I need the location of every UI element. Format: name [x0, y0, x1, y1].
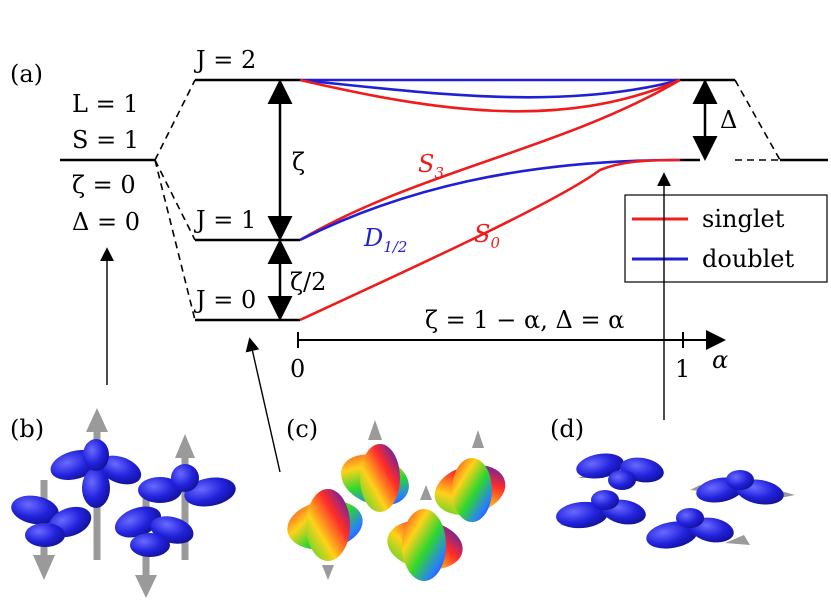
- S0-label: S0: [474, 220, 500, 252]
- delta-zero-label: Δ = 0: [72, 208, 140, 236]
- L-label: L = 1: [72, 90, 139, 118]
- tick0-label: 0: [290, 355, 305, 383]
- legend-singlet-label: singlet: [702, 205, 785, 233]
- panel-c-orbitals: [287, 420, 506, 581]
- zeta-half-gap-label: ζ/2: [290, 268, 326, 296]
- D-half-label: D1/2: [363, 224, 407, 256]
- panel-a-label: (a): [10, 60, 43, 88]
- panel-b-label: (b): [10, 415, 44, 443]
- singlet-curve-upper: [299, 78, 681, 113]
- panel-d-label: (d): [550, 415, 584, 443]
- panel-b-orbitals: [11, 408, 236, 598]
- J2-label: J = 2: [193, 46, 256, 74]
- legend-doublet-label: doublet: [702, 245, 795, 273]
- S-label: S = 1: [72, 126, 139, 154]
- doublet-curve-upper: [299, 78, 681, 99]
- panel-c-label: (c): [286, 415, 318, 443]
- splitting-dashes: [154, 79, 781, 321]
- J1-label: J = 1: [193, 206, 256, 234]
- S3-label: S3: [418, 150, 444, 182]
- singlet-curve-S3: [299, 78, 681, 242]
- pointer-c-arrow: [245, 337, 281, 473]
- J0-label: J = 0: [193, 286, 256, 314]
- zeta-gap-label: ζ: [292, 148, 305, 176]
- alpha-axis-label: α: [712, 346, 728, 374]
- panel-d-orbitals: [556, 453, 795, 549]
- delta-gap-label: Δ: [720, 106, 737, 134]
- singlet-curve-S0: [299, 158, 681, 322]
- doublet-curve-D12: [299, 158, 681, 242]
- tick1-label: 1: [675, 355, 690, 383]
- energy-curves: [299, 78, 681, 322]
- legend-box: [624, 194, 828, 283]
- zeta-zero-label: ζ = 0: [72, 171, 136, 199]
- axis-formula: ζ = 1 − α, Δ = α: [425, 306, 624, 334]
